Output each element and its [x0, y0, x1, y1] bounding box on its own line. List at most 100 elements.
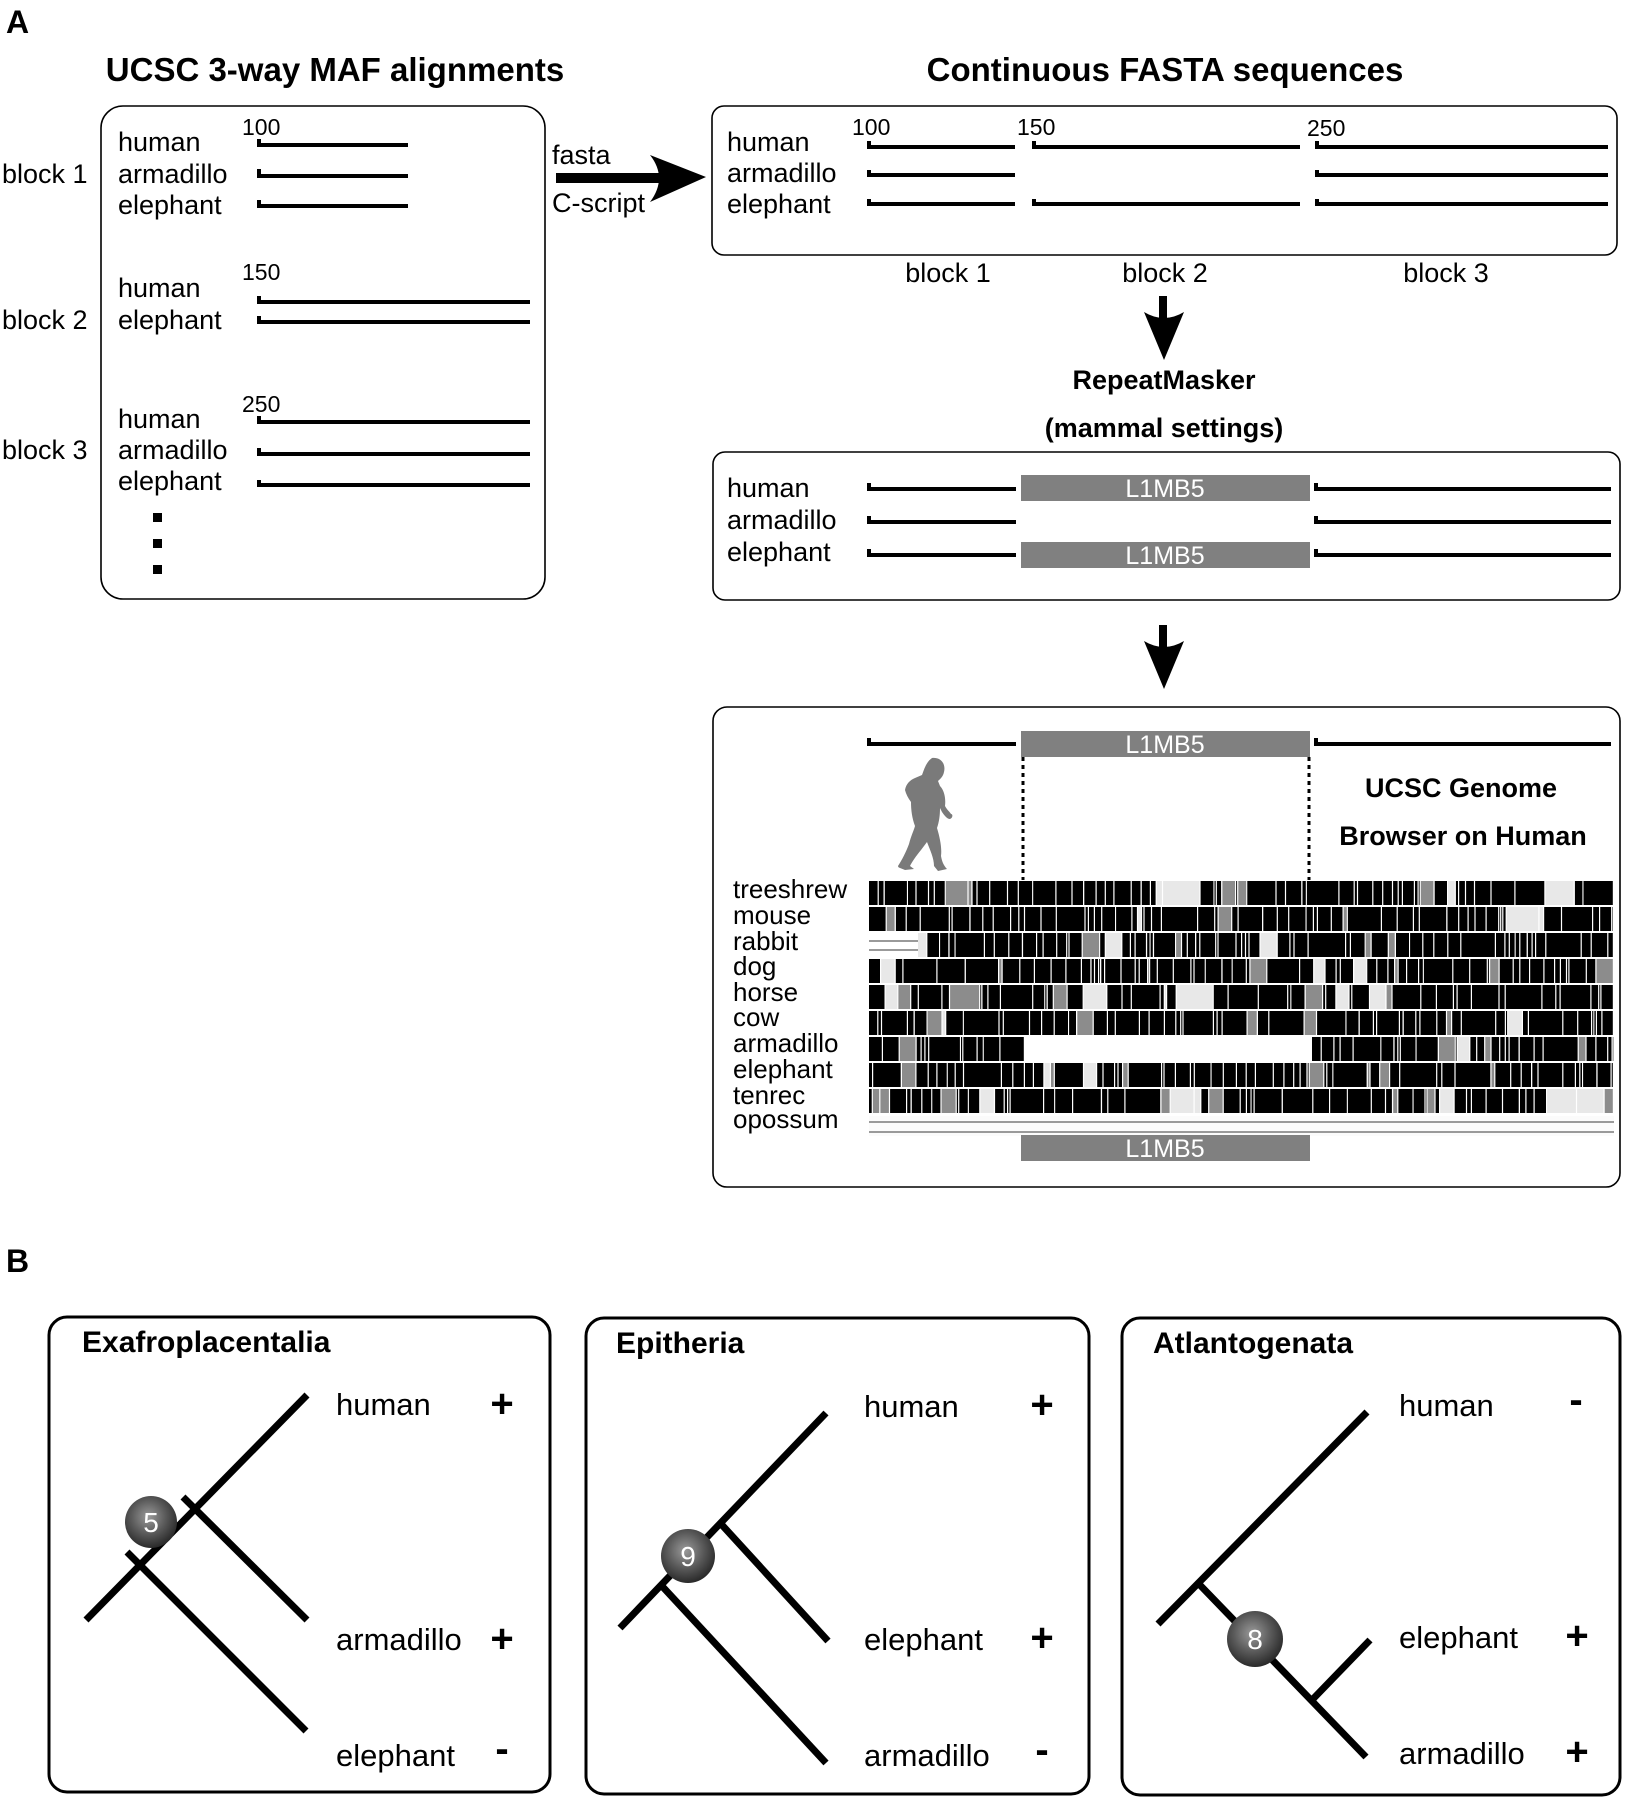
conservation-bar [1386, 985, 1392, 1009]
conservation-bar [1176, 985, 1213, 1009]
conservation-bar [1495, 1063, 1511, 1087]
repeat-element-human [1021, 475, 1310, 501]
conservation-bar [1400, 1037, 1416, 1061]
conservation-bar [1321, 1037, 1334, 1061]
conservation-bar [1246, 933, 1249, 957]
conservation-bar [1043, 933, 1057, 957]
track-row-treeshrew [869, 881, 1613, 905]
conservation-bar [1416, 1011, 1420, 1035]
conservation-bar [899, 1037, 916, 1061]
conservation-bar [1419, 907, 1447, 931]
conservation-bar [1222, 959, 1232, 983]
conservation-bar [1416, 1037, 1438, 1061]
conservation-bar [1238, 907, 1262, 931]
conservation-bar [937, 1063, 947, 1087]
conservation-bar [1455, 1037, 1457, 1061]
conservation-bar [1437, 985, 1453, 1009]
conservation-bar [1167, 985, 1176, 1009]
conservation-bar [1200, 881, 1214, 905]
conservation-bar [901, 933, 904, 957]
sequence-line [257, 200, 408, 208]
conservation-bar [1459, 881, 1465, 905]
conservation-bar [1102, 907, 1115, 931]
conservation-bar [1398, 881, 1402, 905]
conservation-bar [1300, 959, 1314, 983]
fasta-block-label: block 1 [905, 258, 991, 288]
conservation-bar [994, 933, 1009, 957]
track-label: mouse [733, 900, 811, 930]
conservation-bar [1555, 959, 1560, 983]
sequence-line [257, 169, 408, 178]
track-row-tenrec [869, 1089, 1613, 1113]
leaf-name: human [336, 1387, 431, 1422]
conservation-bar [995, 1089, 1004, 1113]
conservation-bar [1139, 959, 1147, 983]
conservation-bar [1457, 1037, 1470, 1061]
conservation-bar [1121, 959, 1135, 983]
conservation-bar [1164, 1063, 1175, 1087]
conservation-track-labels: treeshrew mouse rabbit dog horse cow arm… [733, 874, 847, 1134]
conservation-bar [1597, 1063, 1611, 1087]
leaf-name: human [1399, 1388, 1494, 1423]
conservation-bar [1509, 1037, 1519, 1061]
conservation-bar [881, 959, 895, 983]
conservation-bar [977, 1037, 983, 1061]
rm-species: human [727, 473, 810, 503]
conservation-bar [1352, 985, 1369, 1009]
node-marker [1227, 1611, 1283, 1667]
conservation-bar [1176, 1011, 1181, 1035]
conservation-bar [903, 959, 937, 983]
conservation-bar [878, 881, 884, 905]
conservation-bar [1295, 1037, 1308, 1061]
conservation-bar [1182, 933, 1187, 957]
conservation-bar [942, 1011, 946, 1035]
arrow-bottom-label: C-script [552, 188, 645, 218]
conservation-bar [922, 1089, 932, 1113]
conservation-bar [985, 933, 994, 957]
conservation-bar [1420, 1011, 1437, 1035]
conservation-bar [898, 985, 911, 1009]
conservation-bar [1534, 1089, 1546, 1113]
conservation-bar [1323, 985, 1326, 1009]
conservation-bar [1115, 1063, 1118, 1087]
track-row-armadillo [869, 1037, 1614, 1061]
tree-atlantogenata: Atlantogenata 8 human - elephant + armad… [1120, 1316, 1622, 1797]
conservation-bar [1519, 1037, 1534, 1061]
conservation-bar [1596, 959, 1613, 983]
conservation-bar [1577, 1089, 1604, 1113]
conservation-bar [1508, 1011, 1522, 1035]
conservation-bar [1472, 1089, 1486, 1113]
sequence-line [257, 448, 530, 456]
maf-block-label: block 3 [2, 435, 88, 465]
conservation-bar [1008, 881, 1018, 905]
clade-title: Epitheria [616, 1327, 745, 1360]
conservation-bar [1258, 1011, 1269, 1035]
conservation-bar [1294, 933, 1308, 957]
conservation-bar [1367, 959, 1377, 983]
conservation-bar [1304, 1011, 1316, 1035]
conservation-bar [1349, 985, 1352, 1009]
conservation-bar [965, 959, 998, 983]
conservation-bar [1294, 1063, 1300, 1087]
conservation-bar [1400, 1011, 1403, 1035]
maf-species: human [118, 273, 201, 303]
conservation-bar [1209, 1089, 1223, 1113]
conservation-bar [1222, 1011, 1247, 1035]
conservation-bar [1144, 907, 1151, 931]
conservation-bar [1538, 1063, 1563, 1087]
leaf-name: armadillo [1399, 1736, 1525, 1771]
conservation-bar [1001, 985, 1033, 1009]
leaf-name: elephant [1399, 1620, 1518, 1655]
conservation-bar [914, 1011, 927, 1035]
conservation-bar [1214, 1011, 1217, 1035]
conservation-bar [1382, 907, 1397, 931]
conservation-bar [1314, 907, 1317, 931]
conservation-bar [1503, 1089, 1519, 1113]
conservation-bar [1124, 1037, 1142, 1061]
track-label: elephant [733, 1054, 834, 1084]
conservation-bar [1160, 985, 1164, 1009]
maf-species: armadillo [118, 159, 228, 189]
conservation-bar [907, 1089, 911, 1113]
conservation-bar [1340, 1037, 1353, 1061]
conservation-bar [1472, 985, 1499, 1009]
